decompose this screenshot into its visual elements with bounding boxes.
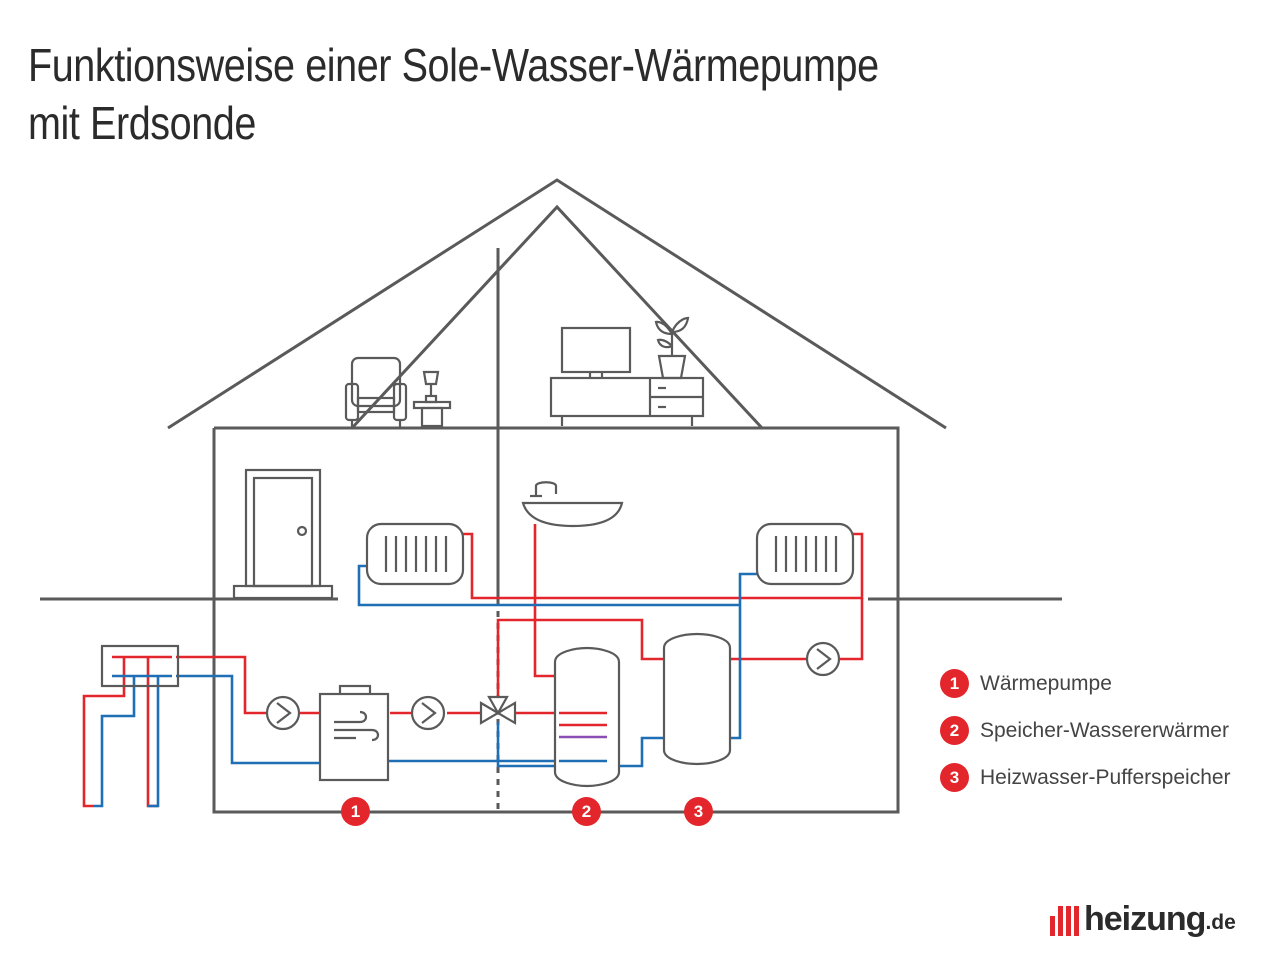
heizung-logo: heizung .de xyxy=(1050,896,1236,936)
legend-badge: 3 xyxy=(940,763,969,792)
ground-probe-manifold-icon xyxy=(100,644,180,688)
return-pipes xyxy=(94,564,760,808)
tv-icon xyxy=(560,326,632,378)
radiator-left-icon xyxy=(365,522,465,586)
armchair-icon xyxy=(344,356,408,427)
marker-heat-pump: 1 xyxy=(341,797,370,826)
legend-label: Speicher-Wassererwärmer xyxy=(980,718,1229,742)
legend-item: 2 Speicher-Wassererwärmer xyxy=(940,707,1231,754)
diagram-title: Funktionsweise einer Sole-Wasser-Wärmepu… xyxy=(28,36,879,152)
legend-label: Heizwasser-Pufferspeicher xyxy=(980,765,1231,789)
circulation-pump-icon xyxy=(805,641,841,677)
legend-item: 3 Heizwasser-Pufferspeicher xyxy=(940,754,1231,801)
heat-pump-unit-icon xyxy=(318,684,390,782)
sink-icon xyxy=(521,481,624,528)
title-line-2: mit Erdsonde xyxy=(28,97,256,149)
legend-badge: 1 xyxy=(940,669,969,698)
sideboard-icon xyxy=(549,376,705,426)
plant-icon xyxy=(654,316,690,380)
circulation-pump-icon xyxy=(410,695,446,731)
logo-bars-icon xyxy=(1050,906,1079,936)
legend-label: Wärmepumpe xyxy=(980,671,1112,695)
circulation-pump-icon xyxy=(265,695,301,731)
buffer-tank-icon xyxy=(662,632,732,766)
water-heater-tank-icon xyxy=(553,646,621,788)
legend-item: 1 Wärmepumpe xyxy=(940,660,1231,707)
legend: 1 Wärmepumpe 2 Speicher-Wassererwärmer 3… xyxy=(940,660,1231,801)
three-way-valve-icon xyxy=(479,695,517,725)
lamp-table-icon xyxy=(412,370,452,428)
door-icon xyxy=(232,468,334,600)
supply-pipes xyxy=(82,524,864,808)
marker-water-heater: 2 xyxy=(572,797,601,826)
radiator-right-icon xyxy=(755,522,855,586)
marker-buffer-tank: 3 xyxy=(684,797,713,826)
logo-tld: .de xyxy=(1205,911,1236,934)
legend-badge: 2 xyxy=(940,716,969,745)
logo-brand: heizung xyxy=(1084,900,1206,938)
title-line-1: Funktionsweise einer Sole-Wasser-Wärmepu… xyxy=(28,39,879,91)
